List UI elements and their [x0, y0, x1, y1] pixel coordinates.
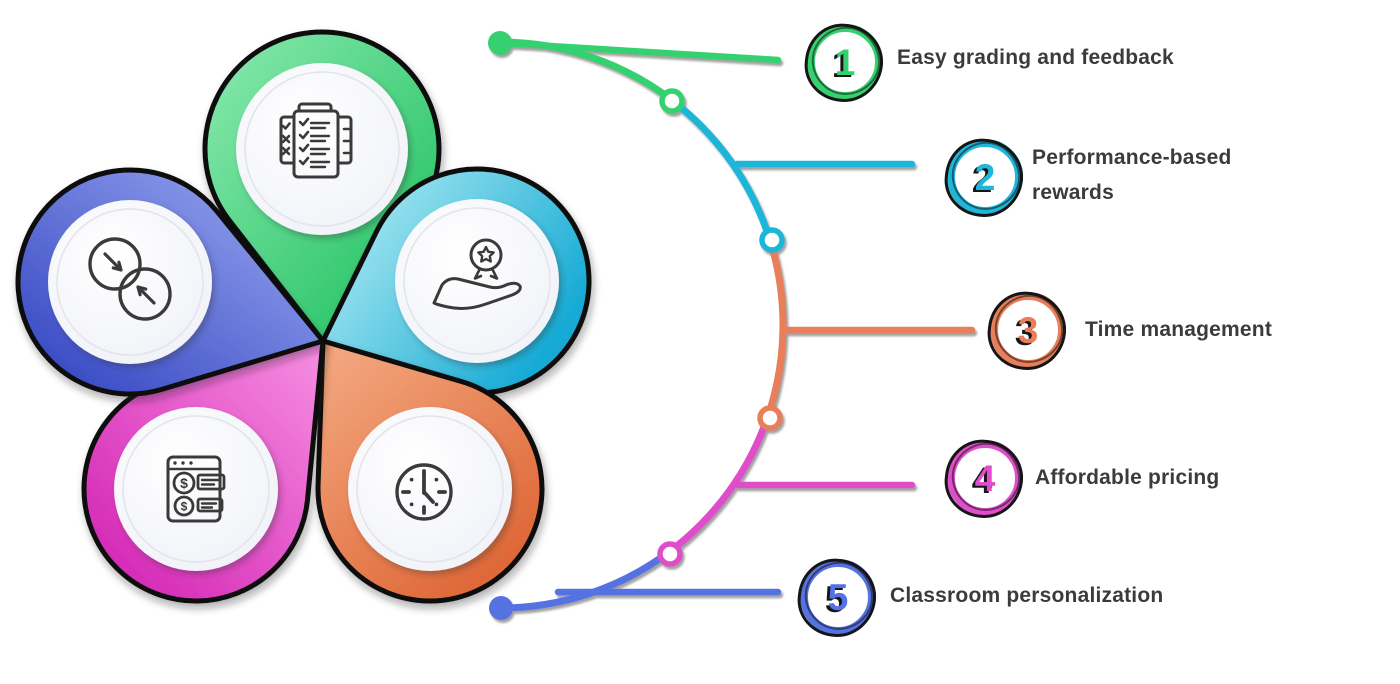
curve-junction-dot — [657, 541, 683, 567]
step-number: 5 — [827, 576, 849, 618]
petal-inner-circle — [114, 407, 278, 571]
connector-curve — [488, 31, 976, 620]
curve-junction-dot — [659, 88, 685, 114]
step-number: 3 — [1017, 309, 1039, 351]
step-badge-5: 5 — [800, 559, 876, 635]
billing-icon: $$ — [166, 455, 226, 523]
step-badge-3: 3 — [990, 292, 1066, 368]
step-label-4: Affordable pricing — [1035, 466, 1220, 489]
venn-merge-icon — [88, 237, 172, 321]
step-badge-2: 2 — [947, 139, 1023, 215]
curve-segment-5 — [496, 548, 673, 612]
svg-text:$: $ — [181, 500, 188, 514]
survey-checklist-icon — [279, 102, 353, 179]
branch-line-1 — [498, 39, 782, 64]
petal-3 — [315, 338, 545, 604]
petal-2 — [320, 166, 592, 396]
petal-inner-circle — [395, 199, 559, 363]
clock-icon — [395, 463, 453, 521]
petal-flower: $$ — [15, 29, 592, 604]
petal-inner-circle — [348, 407, 512, 571]
step-number: 2 — [974, 156, 996, 198]
step-label-3: Time management — [1085, 318, 1273, 341]
curve-junction-dot — [759, 227, 785, 253]
curve-segment-3 — [764, 236, 787, 421]
step-badge-4: 4 — [947, 440, 1023, 516]
curve-segment-2 — [668, 96, 774, 244]
curve-junction-dot — [757, 405, 783, 431]
petal-5 — [15, 167, 326, 397]
step-label-1: Easy grading and feedback — [897, 46, 1174, 69]
svg-text:$: $ — [180, 475, 188, 491]
step-label-2: Performance-based rewards — [1032, 146, 1232, 204]
award-hand-icon — [432, 238, 522, 310]
step-badge-1: 1 — [807, 24, 883, 100]
curve-segment-4 — [665, 413, 772, 556]
step-label-5: Classroom personalization — [890, 584, 1164, 607]
petal-4: $$ — [81, 338, 326, 604]
step-number: 1 — [834, 41, 856, 83]
step-number: 4 — [974, 457, 996, 499]
curve-end-dot — [489, 596, 513, 620]
curve-start-dot — [488, 31, 512, 55]
